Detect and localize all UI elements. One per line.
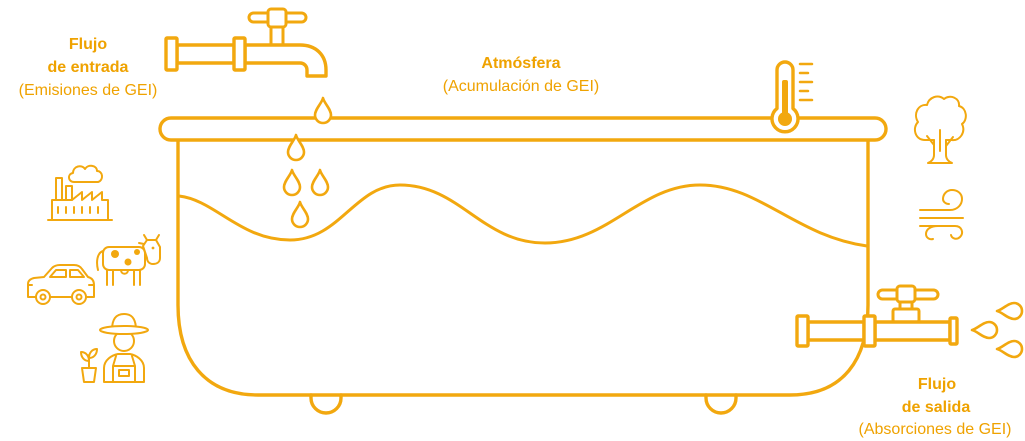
car-icon xyxy=(27,264,95,305)
falling-drops xyxy=(282,96,333,229)
wind-gust-top xyxy=(919,189,963,211)
inflow-title: Flujo xyxy=(69,36,107,53)
tub-body xyxy=(176,138,870,397)
wind-icon xyxy=(919,189,964,241)
outflow-label: Flujo de salida (Absorciones de GEI) xyxy=(859,376,1012,438)
tree-icon xyxy=(913,95,967,164)
drain-flange-mid xyxy=(862,314,877,348)
car-wheel-front xyxy=(71,289,87,305)
factory-building xyxy=(51,191,109,221)
faucet-handle-hub xyxy=(266,7,288,29)
car-wheel-rear xyxy=(35,289,51,305)
drain-pipe-inner xyxy=(806,320,866,342)
factory-chimneys xyxy=(55,177,73,201)
farmer-overalls xyxy=(112,355,136,383)
drop-icon xyxy=(995,301,1024,321)
cow-icon xyxy=(96,234,161,286)
drop-icon xyxy=(995,339,1024,359)
factory-smoke xyxy=(68,164,103,183)
cow-horns xyxy=(138,234,160,245)
faucet-stem xyxy=(269,24,285,48)
farmer-body xyxy=(103,353,145,383)
inflow-detail: (Emisiones de GEI) xyxy=(19,82,158,99)
drop-icon xyxy=(970,320,999,340)
thermometer-icon xyxy=(770,60,814,134)
cow-udder xyxy=(120,269,129,275)
outflow-subtitle: de salida xyxy=(902,399,971,416)
atmosphere-title: Atmósfera xyxy=(481,55,560,72)
car-hub xyxy=(39,293,47,301)
tree-canopy xyxy=(913,95,967,142)
tree-trunk xyxy=(927,139,953,164)
cow-legs xyxy=(106,269,141,286)
cow-spot xyxy=(124,258,132,266)
faucet-flange-mid xyxy=(232,36,247,72)
car-body xyxy=(27,264,95,298)
cow-head xyxy=(142,239,161,265)
thermometer-bulb xyxy=(778,112,792,126)
plant-icon xyxy=(80,348,98,383)
drop-icon xyxy=(286,133,306,162)
faucet-pipe-left xyxy=(175,43,236,65)
tree-branches xyxy=(926,129,954,152)
outflow-faucet-icon xyxy=(795,284,959,348)
cow-spot xyxy=(111,250,119,258)
car-hub xyxy=(75,293,83,301)
farmer-hat-brim xyxy=(99,325,149,335)
drop-icon xyxy=(313,96,333,125)
drain-flange-inner xyxy=(795,314,810,348)
tub-rim xyxy=(158,116,888,142)
drop-icon xyxy=(310,168,330,197)
drop-icon xyxy=(290,200,310,229)
drop-icon xyxy=(282,168,302,197)
plant-pot xyxy=(81,367,97,383)
outflow-drops xyxy=(970,301,1024,359)
bathtub-icon xyxy=(158,116,888,415)
drain-end-cap xyxy=(948,316,959,346)
cow-eye xyxy=(151,246,155,250)
factory-icon xyxy=(47,164,113,221)
outflow-detail: (Absorciones de GEI) xyxy=(859,421,1012,438)
farmer-icon xyxy=(99,313,149,383)
drain-handle-hub xyxy=(895,284,917,304)
inflow-subtitle: de entrada xyxy=(48,59,129,76)
tub-foot-right xyxy=(704,393,738,415)
atmosphere-detail: (Acumulación de GEI) xyxy=(443,78,600,95)
cow-spot xyxy=(134,249,140,255)
thermometer-ticks xyxy=(798,62,814,102)
outflow-title: Flujo xyxy=(918,376,956,393)
factory-windows xyxy=(57,206,99,214)
plant-leaves xyxy=(80,348,98,362)
wind-gust-bottom xyxy=(919,225,964,241)
car-windows xyxy=(49,269,85,278)
water-surface xyxy=(177,183,869,248)
inflow-faucet-icon xyxy=(164,7,328,78)
inflow-label: Flujo de entrada (Emisiones de GEI) xyxy=(19,36,158,99)
tub-foot-left xyxy=(309,393,343,415)
drain-collar xyxy=(891,307,921,324)
farmer-pocket xyxy=(118,369,130,377)
faucet-spout xyxy=(243,43,328,78)
faucet-flange-left xyxy=(164,36,179,72)
cow-tail xyxy=(96,250,104,271)
drain-pipe-outer xyxy=(873,320,952,342)
atmosphere-label: Atmósfera (Acumulación de GEI) xyxy=(443,55,600,95)
thermometer-column xyxy=(782,80,788,115)
